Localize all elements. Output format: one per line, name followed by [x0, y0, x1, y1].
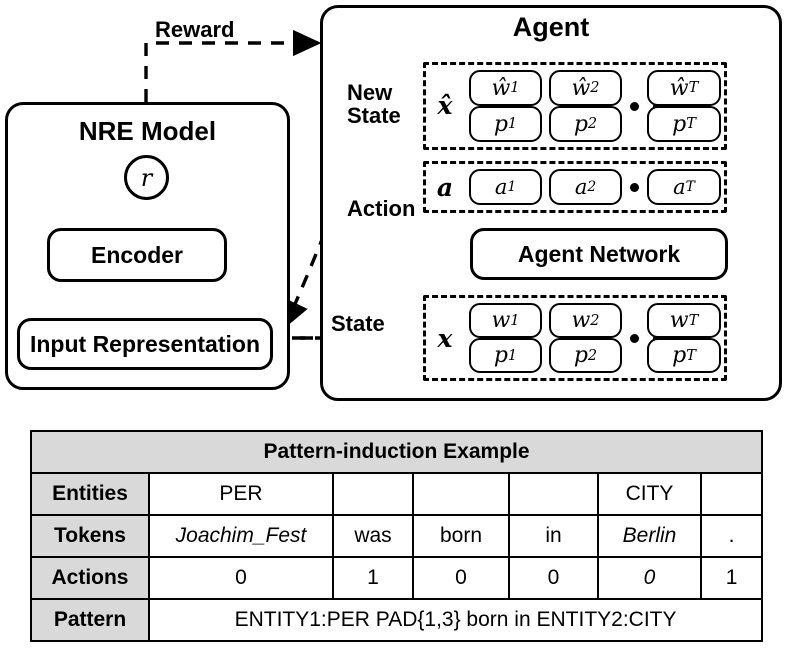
input-representation-box: Input Representation — [17, 318, 273, 370]
reward-edge-label: Reward — [155, 17, 235, 42]
cell-actions-2: 1 — [332, 556, 414, 600]
cell-pattern-value: ENTITY1:PER PAD{1,3} born in ENTITY2:CIT… — [147, 598, 764, 642]
agent-network-label: Agent Network — [517, 240, 681, 267]
cell-entities-2 — [332, 472, 414, 516]
table-row: Tokens Joachim_Fest was born in Berlin . — [30, 514, 764, 558]
state-edge-label: State — [331, 311, 385, 336]
cell-entities-6 — [699, 472, 764, 516]
state-group — [423, 295, 727, 381]
row-header-pattern: Pattern — [30, 598, 150, 642]
new-state-symbol: x̂ — [437, 90, 453, 120]
action-symbol: a — [436, 172, 454, 202]
cell-actions-4: 0 — [508, 556, 599, 600]
nre-model-title: NRE Model — [78, 116, 217, 146]
cell-actions-1: 0 — [148, 556, 334, 600]
cell-tokens-4: in — [508, 514, 599, 558]
table-row: Actions 0 1 0 0 0 1 — [30, 556, 764, 600]
row-label-action: Action — [347, 196, 416, 222]
state-symbol: x — [437, 323, 453, 353]
cell-actions-6: 1 — [699, 556, 764, 600]
cell-actions-3: 0 — [412, 556, 510, 600]
cell-tokens-5: Berlin — [597, 514, 702, 558]
table-caption-row: Pattern-induction Example — [29, 430, 764, 474]
cell-tokens-2: was — [332, 514, 414, 558]
encoder-box: Encoder — [47, 228, 227, 282]
action-group — [423, 161, 727, 213]
cell-entities-4 — [508, 472, 599, 516]
cell-tokens-3: born — [412, 514, 510, 558]
cell-entities-3 — [412, 472, 510, 516]
input-representation-label: Input Representation — [29, 330, 260, 357]
row-header-actions: Actions — [30, 556, 150, 600]
cell-tokens-6: . — [699, 514, 764, 558]
cell-actions-5: 0 — [597, 556, 702, 600]
cell-entities-1: PER — [148, 472, 334, 516]
new-state-group — [423, 62, 727, 150]
encoder-label: Encoder — [90, 241, 184, 268]
table-row: Entities PER CITY — [30, 472, 764, 516]
cell-entities-5: CITY — [597, 472, 702, 516]
agent-title: Agent — [512, 12, 590, 42]
table-row: Pattern ENTITY1:PER PAD{1,3} born in ENT… — [30, 598, 764, 642]
reward-edge — [144, 29, 322, 102]
table-caption: Pattern-induction Example — [29, 430, 764, 474]
row-header-entities: Entities — [30, 472, 150, 516]
reward-node: r — [124, 155, 169, 200]
pattern-induction-table: Pattern-induction Example Entities PER C… — [29, 430, 764, 642]
agent-network-box: Agent Network — [470, 228, 728, 280]
cell-tokens-1: Joachim_Fest — [148, 514, 334, 558]
row-label-new-state: New State — [347, 80, 401, 129]
row-header-tokens: Tokens — [30, 514, 150, 558]
